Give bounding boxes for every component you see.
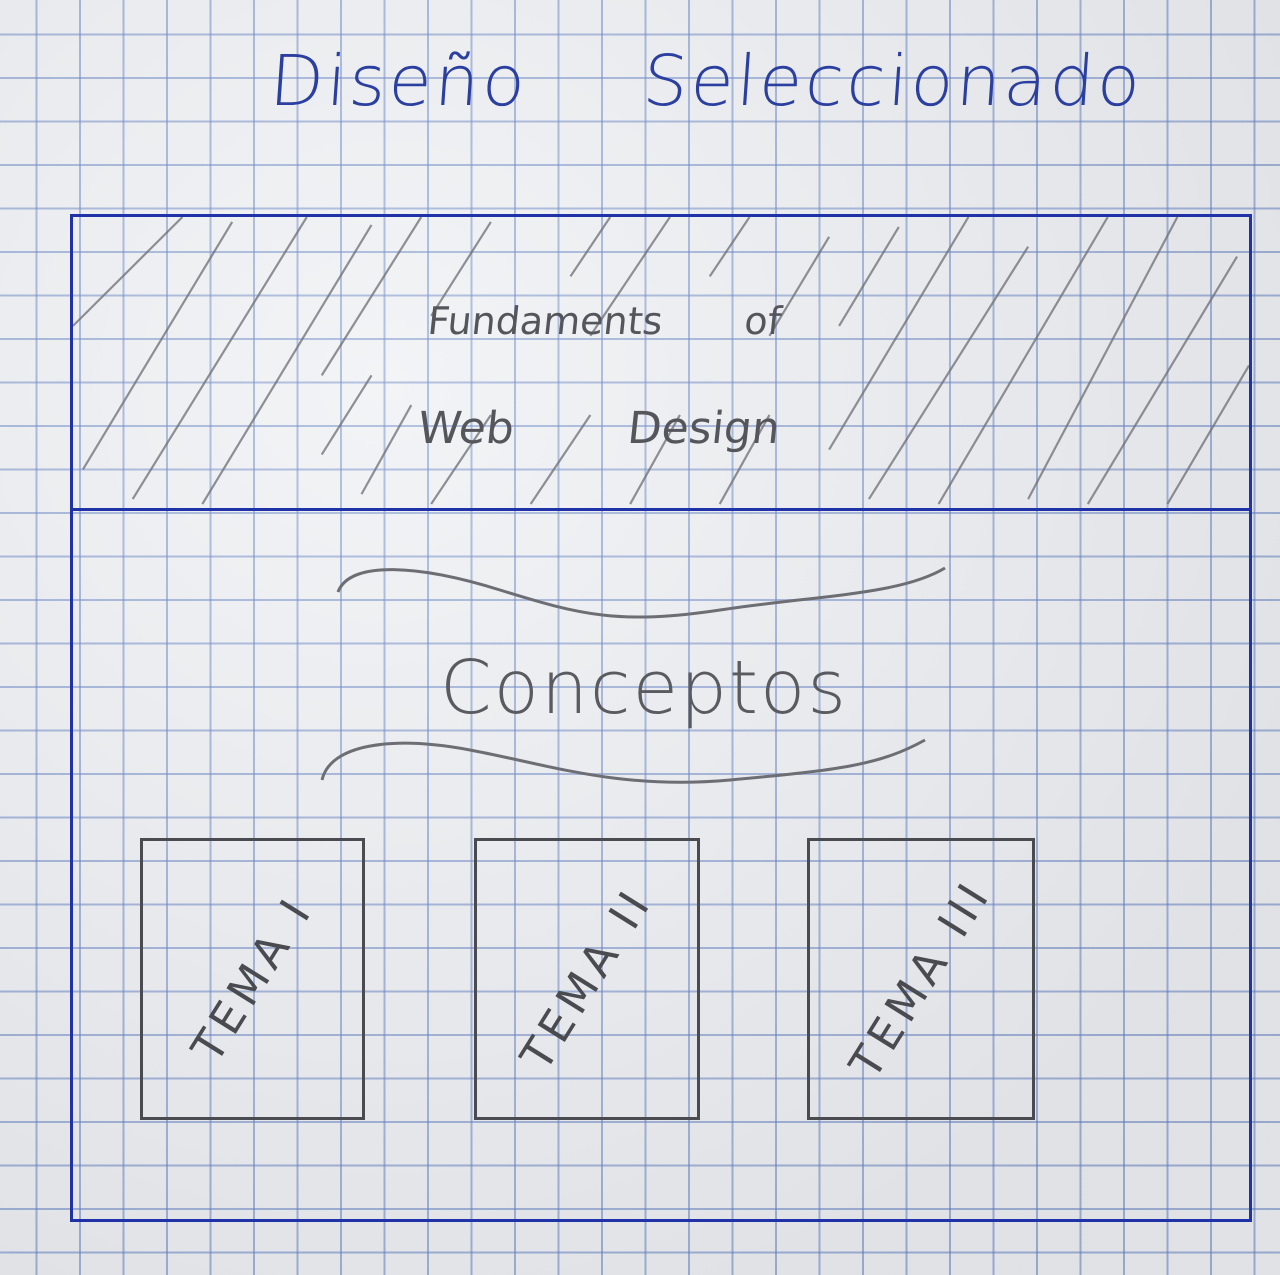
header-title-line-2: Web Design bbox=[415, 403, 783, 454]
topic-card-1[interactable]: TEMA I bbox=[140, 838, 365, 1120]
header-hatching bbox=[73, 217, 1249, 505]
website-wireframe: Fundaments of Web Design bbox=[70, 214, 1252, 1222]
header-banner: Fundaments of Web Design bbox=[73, 217, 1249, 511]
topic-label: TEMA II bbox=[511, 878, 663, 1080]
topic-card-2[interactable]: TEMA II bbox=[474, 838, 700, 1120]
topic-label: TEMA I bbox=[181, 886, 324, 1072]
topic-label: TEMA III bbox=[840, 870, 1002, 1088]
section-heading: Conceptos bbox=[440, 645, 848, 731]
topic-card-3[interactable]: TEMA III bbox=[807, 838, 1035, 1120]
header-title-line-1: Fundaments of bbox=[425, 299, 784, 343]
page-title: Diseño Seleccionado bbox=[267, 40, 1146, 122]
